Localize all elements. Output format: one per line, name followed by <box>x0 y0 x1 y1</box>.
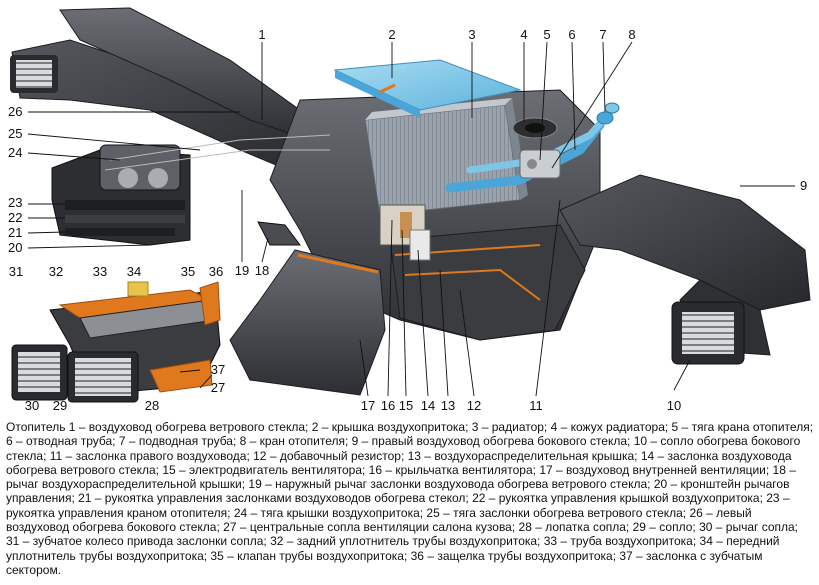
fan-motor <box>379 204 431 261</box>
callout-14: 14 <box>421 398 435 413</box>
callout-28: 28 <box>145 398 159 413</box>
callout-27: 27 <box>211 380 225 395</box>
callout-4: 4 <box>520 27 527 42</box>
callout-2: 2 <box>388 27 395 42</box>
right-nozzle <box>671 301 745 365</box>
callout-35: 35 <box>181 264 195 279</box>
callout-16: 16 <box>381 398 395 413</box>
callout-5: 5 <box>543 27 550 42</box>
callout-26: 26 <box>8 104 22 119</box>
left-side-window-duct <box>11 7 331 176</box>
callout-22: 22 <box>8 210 22 225</box>
callout-3: 3 <box>468 27 475 42</box>
radiator-shroud <box>512 117 558 139</box>
callout-32: 32 <box>49 264 63 279</box>
callout-19: 19 <box>235 263 249 278</box>
callout-8: 8 <box>628 27 635 42</box>
callout-18: 18 <box>255 263 269 278</box>
callout-13: 13 <box>441 398 455 413</box>
callout-1: 1 <box>258 27 265 42</box>
callout-30: 30 <box>25 398 39 413</box>
callout-31: 31 <box>9 264 23 279</box>
callout-7: 7 <box>599 27 606 42</box>
internal-ventilation-duct <box>229 249 386 396</box>
callout-37: 37 <box>211 362 225 377</box>
callout-15: 15 <box>399 398 413 413</box>
callout-25: 25 <box>8 126 22 141</box>
callout-24: 24 <box>8 145 22 160</box>
callout-17: 17 <box>361 398 375 413</box>
callout-11: 11 <box>529 398 543 413</box>
control-bracket <box>51 134 331 246</box>
callout-10: 10 <box>667 398 681 413</box>
leader-lines <box>27 41 795 397</box>
center-nozzles <box>11 344 139 403</box>
callout-21: 21 <box>8 225 22 240</box>
callout-labels: 1 2 3 4 5 6 7 8 9 10 11 12 13 14 15 16 1… <box>8 27 807 413</box>
heater-exploded-diagram: 1 2 3 4 5 6 7 8 9 10 11 12 13 14 15 16 1… <box>8 7 811 413</box>
callout-6: 6 <box>568 27 575 42</box>
figure-caption: Отопитель 1 – воздуховод обогрева ветров… <box>6 420 814 577</box>
left-nozzle <box>10 55 58 93</box>
air-intake-cover <box>333 59 522 118</box>
radiator <box>364 98 528 216</box>
distribution-cover-lever <box>257 221 301 246</box>
callout-36: 36 <box>209 264 223 279</box>
callout-33: 33 <box>93 264 107 279</box>
callout-12: 12 <box>467 398 481 413</box>
heater-valve <box>519 149 561 179</box>
callout-9: 9 <box>800 178 807 193</box>
callout-23: 23 <box>8 195 22 210</box>
callout-34: 34 <box>127 264 141 279</box>
callout-20: 20 <box>8 240 22 255</box>
callout-29: 29 <box>53 398 67 413</box>
